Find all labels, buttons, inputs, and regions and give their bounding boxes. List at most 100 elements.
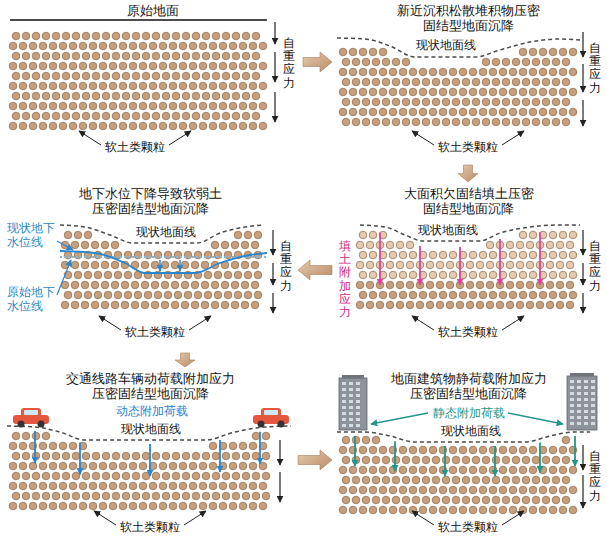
soil-particle bbox=[9, 502, 17, 510]
soil-particle bbox=[169, 102, 177, 110]
soil-particle bbox=[122, 452, 130, 460]
self-weight-arrow bbox=[582, 64, 583, 92]
soil-particle bbox=[529, 108, 537, 116]
soil-particle bbox=[222, 492, 230, 500]
soil-particle bbox=[189, 62, 197, 70]
particle-label: 软土类颗粒 bbox=[437, 325, 499, 339]
soil-particle bbox=[144, 291, 152, 299]
soil-particle bbox=[546, 241, 554, 249]
soil-particle bbox=[506, 241, 514, 249]
soil-particle bbox=[339, 466, 347, 474]
soil-particle bbox=[499, 88, 507, 96]
building-window bbox=[349, 412, 353, 415]
leader-arrow bbox=[502, 131, 524, 145]
soil-particle bbox=[59, 122, 67, 130]
soil-particle bbox=[212, 452, 220, 460]
building-window bbox=[570, 410, 574, 413]
soil-particle bbox=[366, 241, 374, 249]
particle-label: 软土类颗粒 bbox=[437, 140, 499, 154]
soil-particle bbox=[242, 492, 250, 500]
soil-particle bbox=[412, 456, 420, 464]
soil-particle bbox=[159, 62, 167, 70]
vertical-label: 自重应力 bbox=[589, 42, 601, 95]
soil-particle bbox=[509, 291, 517, 299]
soil-particle bbox=[342, 118, 350, 126]
self-weight-arrow bbox=[274, 92, 275, 122]
soil-particle bbox=[559, 486, 567, 494]
soil-particle bbox=[566, 241, 574, 249]
self-weight-arrow bbox=[274, 52, 275, 82]
soil-particle bbox=[112, 452, 120, 460]
soil-particle bbox=[159, 482, 167, 490]
soil-particle bbox=[399, 466, 407, 474]
soil-particle bbox=[114, 271, 122, 279]
building-window bbox=[577, 380, 581, 383]
soil-particle bbox=[479, 68, 487, 76]
soil-particle bbox=[129, 102, 137, 110]
soil-particle bbox=[199, 42, 207, 50]
soil-particle bbox=[189, 502, 197, 510]
soil-particle bbox=[22, 112, 30, 120]
building-window bbox=[584, 422, 588, 425]
soil-particle bbox=[549, 486, 557, 494]
soil-particle bbox=[79, 82, 87, 90]
soil-particle bbox=[406, 261, 414, 269]
soil-particle bbox=[99, 82, 107, 90]
soil-particle bbox=[519, 108, 527, 116]
vertical-label: 自重应力 bbox=[589, 450, 601, 503]
soil-particle bbox=[104, 271, 112, 279]
soil-particle bbox=[519, 88, 527, 96]
soil-particle bbox=[119, 82, 127, 90]
soil-particle bbox=[89, 502, 97, 510]
soil-particle bbox=[92, 52, 100, 60]
soil-particle bbox=[189, 82, 197, 90]
soil-particle bbox=[569, 108, 577, 116]
soil-particle bbox=[132, 112, 140, 120]
soil-particle bbox=[429, 108, 437, 116]
soil-particle bbox=[352, 78, 360, 86]
soil-particle bbox=[436, 261, 444, 269]
soil-particle bbox=[102, 452, 110, 460]
fill-stress-arrow bbox=[419, 246, 421, 285]
soil-particle bbox=[42, 452, 50, 460]
soil-particle bbox=[522, 456, 530, 464]
soil-particle bbox=[249, 122, 257, 130]
soil-particle bbox=[489, 271, 497, 279]
building-window bbox=[570, 380, 574, 383]
soil-particle bbox=[362, 436, 370, 444]
soil-particle bbox=[442, 98, 450, 106]
car-icon bbox=[253, 408, 289, 428]
fill-stress-arrow bbox=[459, 247, 461, 285]
soil-particle bbox=[134, 291, 142, 299]
soil-particle bbox=[522, 118, 530, 126]
soil-particle bbox=[201, 301, 209, 309]
soil-particle bbox=[359, 231, 367, 239]
soil-particle bbox=[492, 78, 500, 86]
soil-particle bbox=[442, 118, 450, 126]
soil-particle bbox=[399, 446, 407, 454]
soil-particle bbox=[159, 42, 167, 50]
soil-particle bbox=[482, 456, 490, 464]
soil-particle bbox=[466, 281, 474, 289]
soil-particle bbox=[82, 72, 90, 80]
soil-particle bbox=[539, 48, 547, 56]
soil-particle bbox=[512, 118, 520, 126]
soil-particle bbox=[181, 281, 189, 289]
soil-particle bbox=[562, 476, 570, 484]
soil-particle bbox=[476, 301, 484, 309]
soil-particle bbox=[59, 442, 67, 450]
soil-particle bbox=[499, 446, 507, 454]
soil-particle bbox=[91, 261, 99, 269]
soil-particle bbox=[412, 78, 420, 86]
soil-particle bbox=[559, 466, 567, 474]
soil-particle bbox=[69, 482, 77, 490]
soil-particle bbox=[62, 52, 70, 60]
soil-particle bbox=[239, 42, 247, 50]
building-window bbox=[591, 404, 595, 407]
soil-particle bbox=[396, 301, 404, 309]
soil-particle bbox=[109, 462, 117, 470]
self-weight-arrow bbox=[582, 230, 583, 255]
soil-particle bbox=[204, 271, 212, 279]
self-weight-arrow bbox=[582, 475, 583, 508]
